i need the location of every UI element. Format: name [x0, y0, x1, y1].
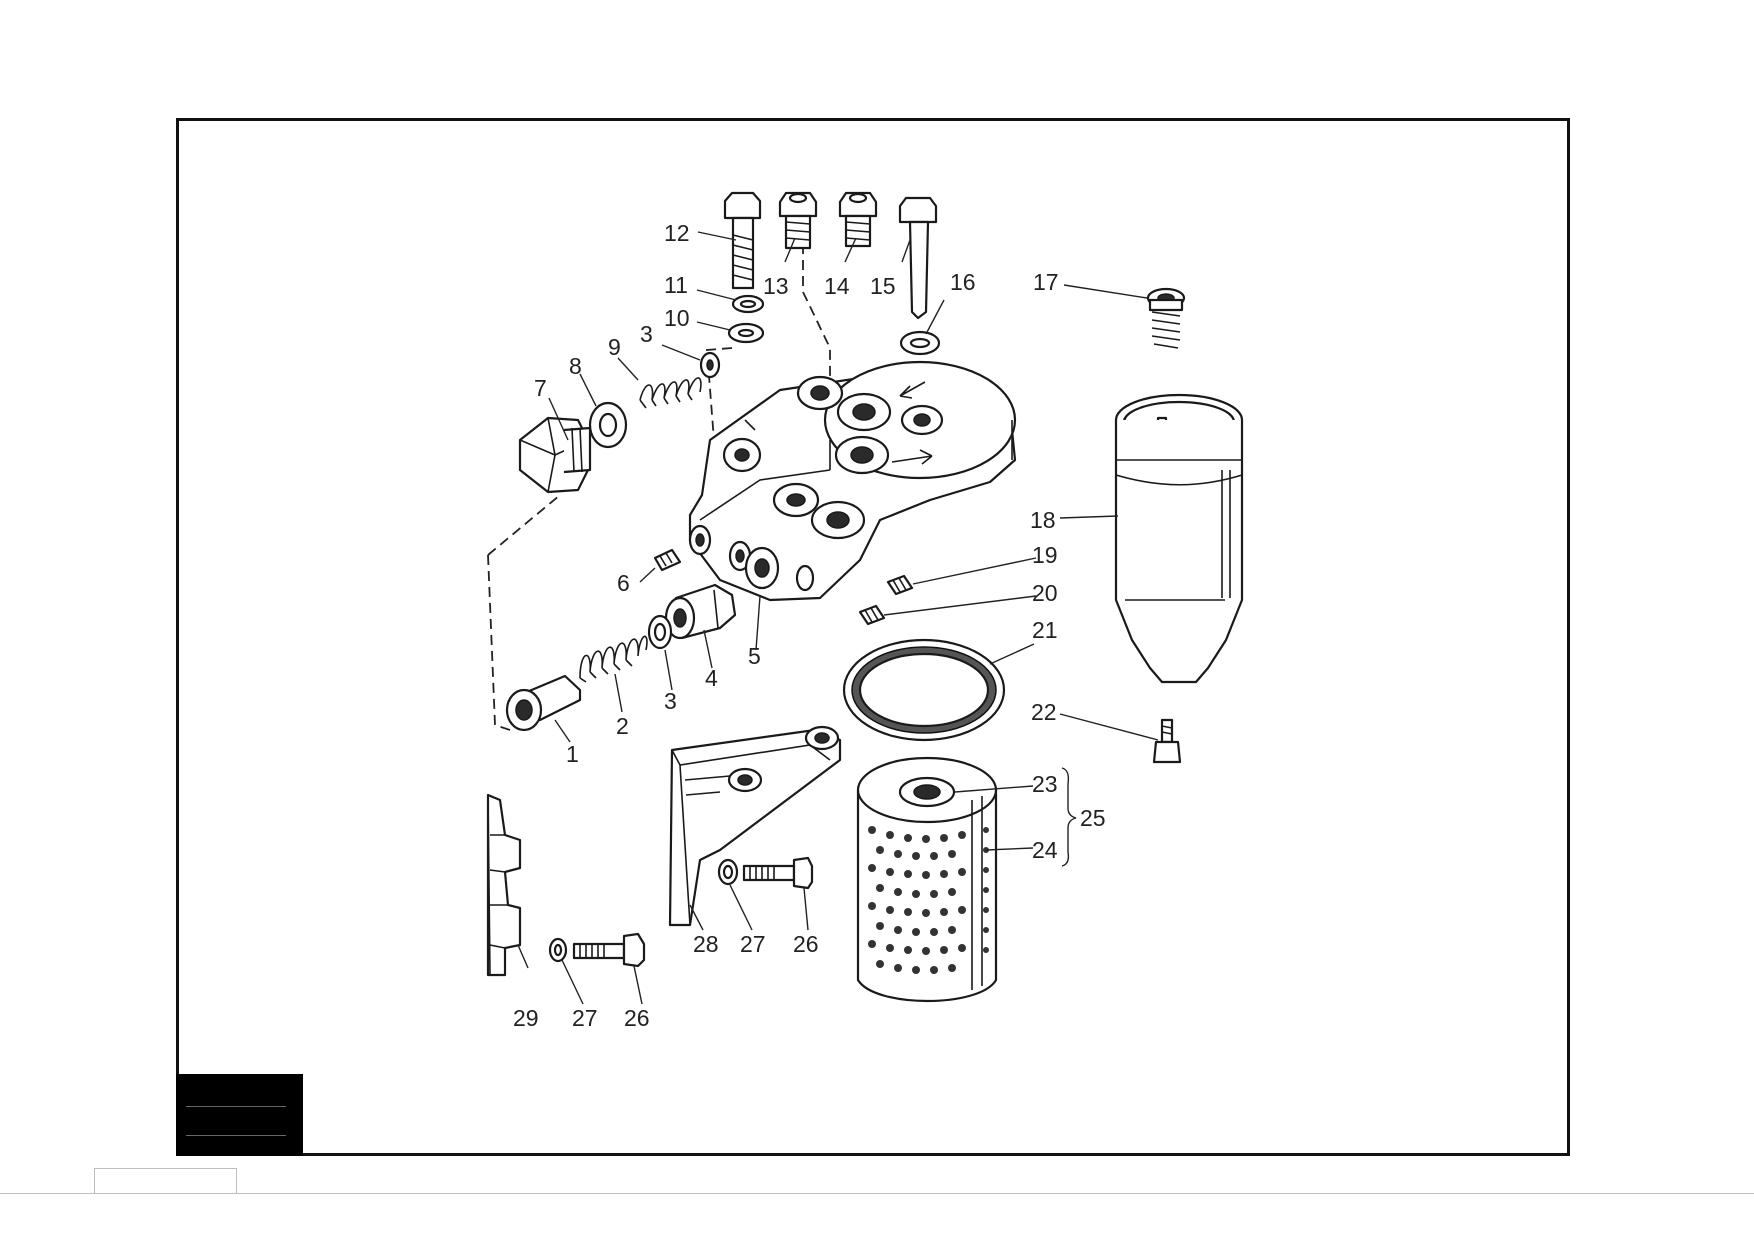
label-27-lower: 27: [572, 1005, 598, 1031]
part-12-bolt: [723, 191, 762, 290]
label-9: 9: [608, 334, 621, 360]
label-5: 5: [748, 643, 761, 669]
label-1: 1: [566, 741, 579, 767]
part-26-bolt-upper: [742, 856, 814, 890]
label-19: 19: [1032, 542, 1058, 568]
label-14: 14: [824, 273, 850, 299]
part-4-sleeve: [664, 583, 737, 640]
label-6: 6: [617, 570, 630, 596]
dashed-assembly-lines: [487, 212, 831, 731]
label-22: 22: [1031, 699, 1057, 725]
part-2-spring: [579, 635, 648, 683]
label-10: 10: [664, 305, 690, 331]
label-23: 23: [1032, 771, 1058, 797]
label-28: 28: [693, 931, 719, 957]
part-23-filter-seal: [898, 776, 956, 808]
label-12: 12: [664, 220, 690, 246]
leader-lines: [517, 231, 1159, 1005]
label-8: 8: [569, 353, 582, 379]
corner-block-line: [186, 1106, 286, 1136]
label-4: 4: [705, 665, 718, 691]
label-3-upper: 3: [640, 321, 653, 347]
label-20: 20: [1032, 580, 1058, 606]
label-25: 25: [1080, 805, 1106, 831]
corner-block: [176, 1074, 303, 1156]
part-19-screw: [886, 574, 914, 596]
label-3-lower: 3: [664, 688, 677, 714]
label-24: 24: [1032, 837, 1058, 863]
label-18: 18: [1030, 507, 1056, 533]
label-27-upper: 27: [740, 931, 766, 957]
part-9-spring: [639, 377, 702, 409]
part-1-sleeve: [505, 674, 582, 732]
part-14-union-screw: [838, 191, 878, 248]
label-26-lower: 26: [624, 1005, 650, 1031]
part-20-screw: [858, 604, 886, 626]
part-26-bolt-lower: [572, 932, 646, 968]
part-28-bracket: [668, 725, 842, 927]
label-15: 15: [870, 273, 896, 299]
label-7: 7: [534, 375, 547, 401]
part-17-spring-valve: [1146, 287, 1186, 349]
part-15-pin: [898, 196, 938, 320]
part-13-union-screw: [778, 191, 818, 250]
label-17: 17: [1033, 269, 1059, 295]
brace-25: [1061, 767, 1077, 867]
label-13: 13: [763, 273, 789, 299]
part-6-screw: [653, 548, 682, 572]
label-11: 11: [664, 272, 688, 298]
part-18-filter-bowl: [1114, 393, 1244, 684]
label-16: 16: [950, 269, 976, 295]
label-2: 2: [616, 713, 629, 739]
part-21-gasket: [842, 638, 1006, 742]
bottom-rule: [0, 1193, 1754, 1194]
page-tab: [94, 1168, 237, 1194]
part-7-plug: [518, 416, 592, 494]
part-5-filter-head: [688, 360, 1017, 602]
label-29: 29: [513, 1005, 539, 1031]
label-26-upper: 26: [793, 931, 819, 957]
part-22-drain-screw: [1152, 718, 1182, 764]
part-29-mounting-plate: [486, 793, 522, 977]
label-21: 21: [1032, 617, 1058, 643]
part-labels: 12 11 10 3 9 8 7 13 14 15 16 17 18 19 20…: [513, 220, 1106, 1031]
